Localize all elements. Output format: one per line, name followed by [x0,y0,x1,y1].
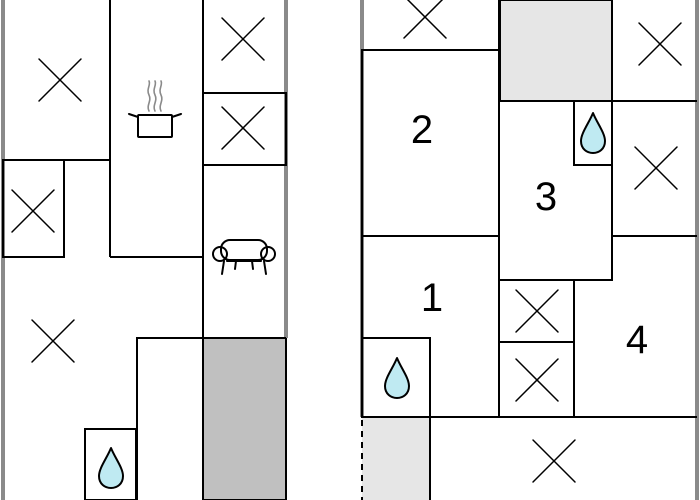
right-unit [360,0,699,500]
shaded-area [362,417,430,500]
cross-mark-icon [515,289,559,333]
room-2 [361,49,500,237]
cross-box [202,92,287,166]
water-drops [98,112,606,489]
cross-mark-icon [221,106,265,150]
sofa-icon [212,239,276,275]
water-drop-icon [384,357,410,399]
cross-mark-icon [38,58,82,102]
shaded-area [202,337,287,500]
cross-mark-icon [11,189,55,233]
bathroom-box [361,337,431,418]
wall [573,342,697,418]
cross-mark-icon [515,358,559,402]
cross-mark-icon [221,17,265,61]
water-drop-icon [98,447,124,489]
bathroom-box [84,428,137,500]
water-drop-icon [580,112,606,154]
left-unit [1,0,288,500]
room-label-3: 3 [535,175,557,219]
kitchen-pot-icon [128,80,182,138]
cross-mark-icon [532,439,576,483]
cross-mark-icon [638,22,682,66]
room-label-4: 4 [626,318,648,362]
cross-marks [11,0,682,483]
bathroom-box [573,100,613,166]
cross-mark-icon [634,146,678,190]
cross-box [2,159,65,258]
shaded-area [499,0,613,102]
room-label-2: 2 [411,108,433,152]
cross-mark-icon [31,319,75,363]
cross-mark-icon [403,0,447,39]
room-label-1: 1 [421,276,443,320]
